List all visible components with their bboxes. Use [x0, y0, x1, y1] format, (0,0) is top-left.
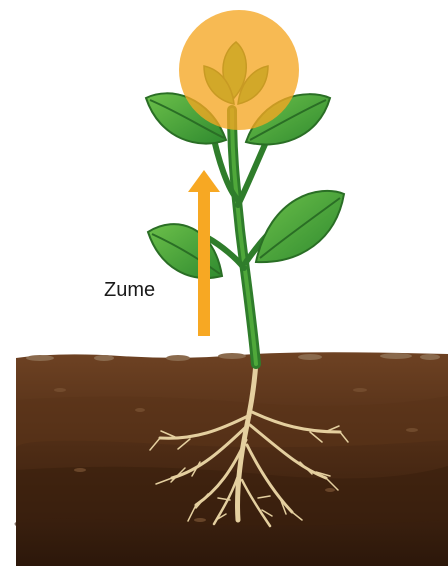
- arrow-label: Zume: [104, 279, 155, 301]
- soil: [14, 352, 448, 566]
- growth-tip-highlight: [179, 10, 299, 130]
